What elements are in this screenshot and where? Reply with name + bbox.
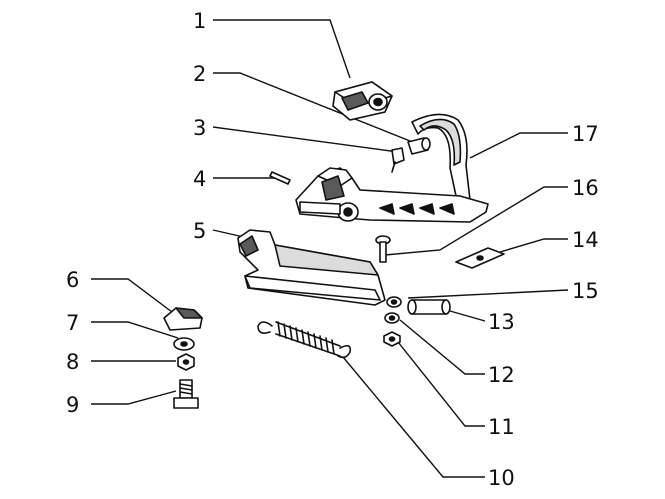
callout-14: 14 xyxy=(572,228,599,252)
callout-9: 9 xyxy=(66,393,79,417)
callout-17: 17 xyxy=(572,122,599,146)
leader-line-13 xyxy=(449,310,486,322)
part-2-pin xyxy=(407,137,431,155)
leader-line-10 xyxy=(342,356,485,478)
part-16-screw xyxy=(375,235,391,263)
callout-16: 16 xyxy=(572,176,599,200)
leader-line-12 xyxy=(399,319,485,375)
callout-10: 10 xyxy=(488,466,515,490)
callout-2: 2 xyxy=(193,62,206,86)
leader-line-16 xyxy=(384,186,568,256)
part-17-pedal-lever xyxy=(411,113,471,206)
leader-line-6 xyxy=(91,278,173,313)
leader-line-2 xyxy=(213,72,416,144)
callout-8: 8 xyxy=(66,350,79,374)
part-10-spring xyxy=(257,321,352,359)
part-15-ring xyxy=(386,296,402,308)
callout-7: 7 xyxy=(66,311,79,335)
callout-5: 5 xyxy=(193,219,206,243)
part-12-washer xyxy=(384,312,400,324)
part-6-block xyxy=(163,307,203,331)
part-7-washer xyxy=(173,337,195,351)
callout-3: 3 xyxy=(193,116,206,140)
callout-11: 11 xyxy=(488,415,515,439)
callout-1: 1 xyxy=(193,9,206,33)
leader-line-7 xyxy=(91,321,179,339)
part-13-bushing xyxy=(407,299,451,315)
part-16-base-bracket xyxy=(295,167,489,223)
part-14-plate xyxy=(455,247,505,269)
leader-line-17 xyxy=(469,132,568,159)
leader-line-11 xyxy=(397,341,485,427)
callout-6: 6 xyxy=(66,268,79,292)
callout-4: 4 xyxy=(193,167,206,191)
part-8-nut xyxy=(177,353,195,371)
part-5-stand-plate xyxy=(237,229,386,306)
callout-12: 12 xyxy=(488,363,515,387)
callout-15: 15 xyxy=(572,279,599,303)
leader-lines xyxy=(91,19,569,478)
part-3-clip xyxy=(391,147,405,173)
callout-13: 13 xyxy=(488,310,515,334)
part-11-nut xyxy=(383,331,401,347)
leader-line-3 xyxy=(212,126,399,153)
part-9-bolt xyxy=(173,379,199,409)
leader-line-14 xyxy=(499,238,568,253)
leader-line-1 xyxy=(213,19,351,79)
leader-line-9 xyxy=(91,390,177,405)
leader-line-15 xyxy=(407,289,569,299)
part-1-rubber-pad xyxy=(332,81,393,121)
part-4-small-pin xyxy=(269,171,291,185)
callout-labels: 1 2 3 4 5 6 7 8 9 10 11 12 13 14 15 16 1… xyxy=(66,9,599,490)
